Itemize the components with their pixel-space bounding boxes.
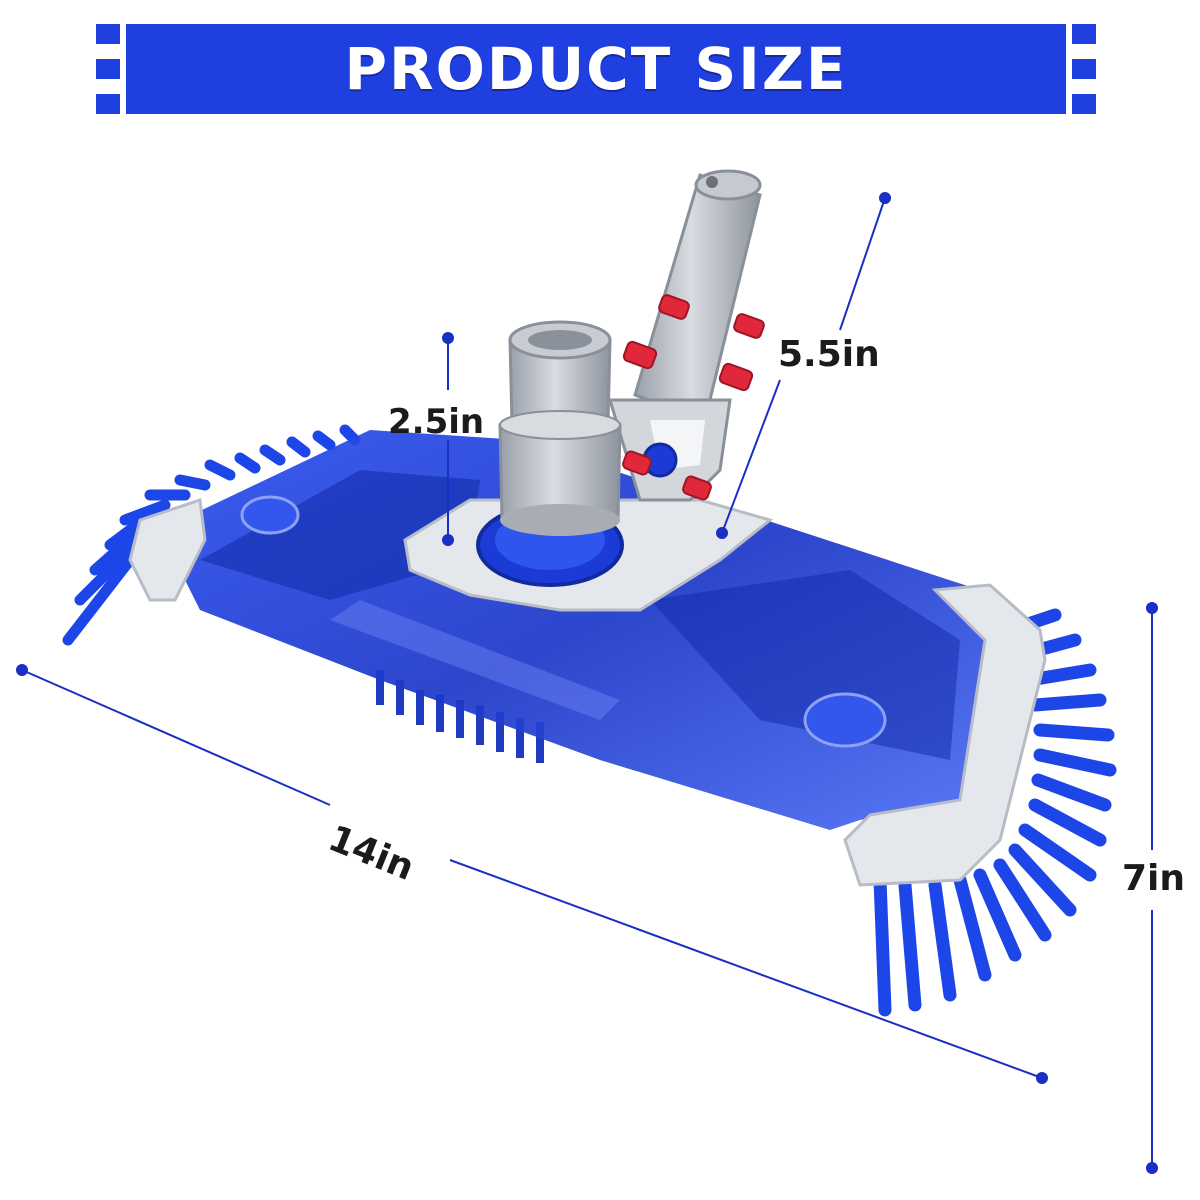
dimension-label-2-5in: 2.5in: [388, 402, 485, 442]
banner-decoration-right: [1072, 24, 1096, 114]
left-brush-bristles: [62, 424, 361, 646]
right-corner-cap: [843, 583, 1047, 887]
telescopic-handle: [607, 169, 762, 502]
red-locking-pins: [622, 294, 765, 501]
banner-decoration-left: [96, 24, 120, 114]
left-corner-cap: [128, 497, 207, 602]
dimension-label-7in: 7in: [1122, 858, 1186, 899]
banner-title: PRODUCT SIZE: [344, 35, 848, 103]
dimension-label-5-5in: 5.5in: [778, 334, 880, 375]
product-size-banner: PRODUCT SIZE: [96, 24, 1096, 114]
banner-bar: PRODUCT SIZE: [126, 24, 1066, 114]
dimension-lines: [16, 192, 1158, 1174]
hose-connector: [498, 320, 622, 536]
